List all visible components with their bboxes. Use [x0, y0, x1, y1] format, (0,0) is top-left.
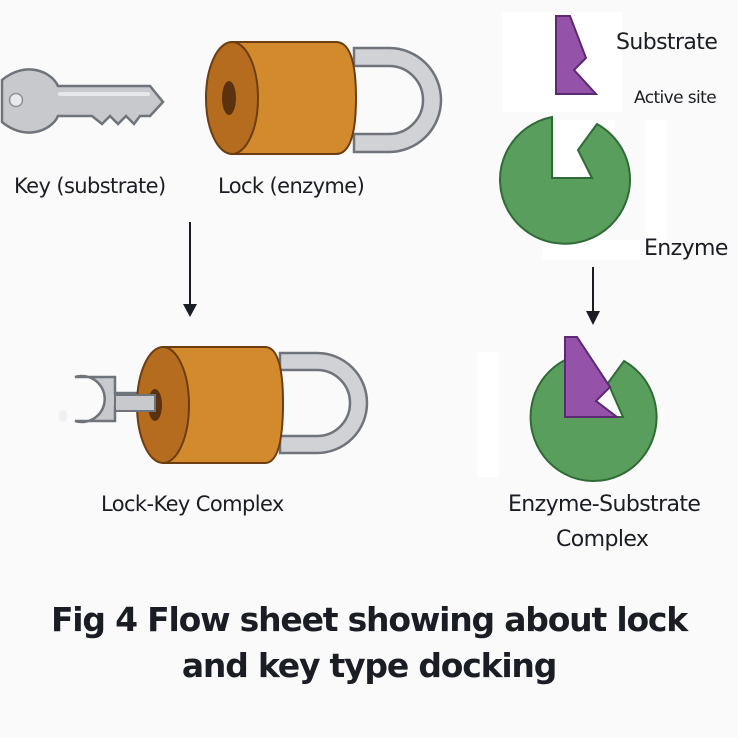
substrate-label: Substrate — [616, 30, 718, 55]
background-patch — [645, 120, 667, 255]
complex-key-highlight — [58, 410, 68, 422]
enzyme-substrate-complex-label-line1: Enzyme-Substrate — [508, 492, 701, 517]
key-shape — [0, 68, 165, 134]
background-patch — [477, 352, 499, 477]
substrate-icon — [555, 15, 599, 95]
lock-body — [231, 41, 358, 155]
enzyme-substrate-complex-icon — [529, 336, 658, 482]
enzyme-label: Enzyme — [644, 236, 728, 261]
arrow-down-icon — [586, 267, 600, 325]
figure-caption-line1: Fig 4 Flow sheet showing about lock — [50, 600, 688, 639]
enzyme-shape — [499, 115, 631, 245]
lock-shackle — [352, 46, 443, 154]
complex-lock-body — [162, 346, 285, 464]
lock-keyhole — [222, 81, 236, 115]
lock-icon — [205, 41, 443, 155]
active-site-label: Active site — [634, 88, 717, 108]
lock-key-complex-icon — [58, 346, 369, 464]
key-highlight — [58, 92, 150, 96]
background-patch — [542, 240, 640, 260]
complex-substrate — [564, 336, 620, 418]
complex-shackle — [278, 351, 369, 455]
complex-enzyme — [529, 358, 658, 482]
key-icon — [0, 68, 165, 134]
key-label: Key (substrate) — [14, 174, 166, 198]
lock-key-complex-label: Lock-Key Complex — [101, 492, 284, 516]
enzyme-icon — [499, 115, 631, 245]
complex-key-shaft — [114, 394, 156, 412]
enzyme-substrate-complex-label-line2: Complex — [556, 527, 649, 552]
arrow-down-icon — [183, 222, 197, 317]
lock-label: Lock (enzyme) — [218, 174, 365, 198]
key-hole — [8, 92, 24, 108]
figure-caption-line2: and key type docking — [181, 646, 558, 685]
substrate-shape — [555, 15, 599, 95]
